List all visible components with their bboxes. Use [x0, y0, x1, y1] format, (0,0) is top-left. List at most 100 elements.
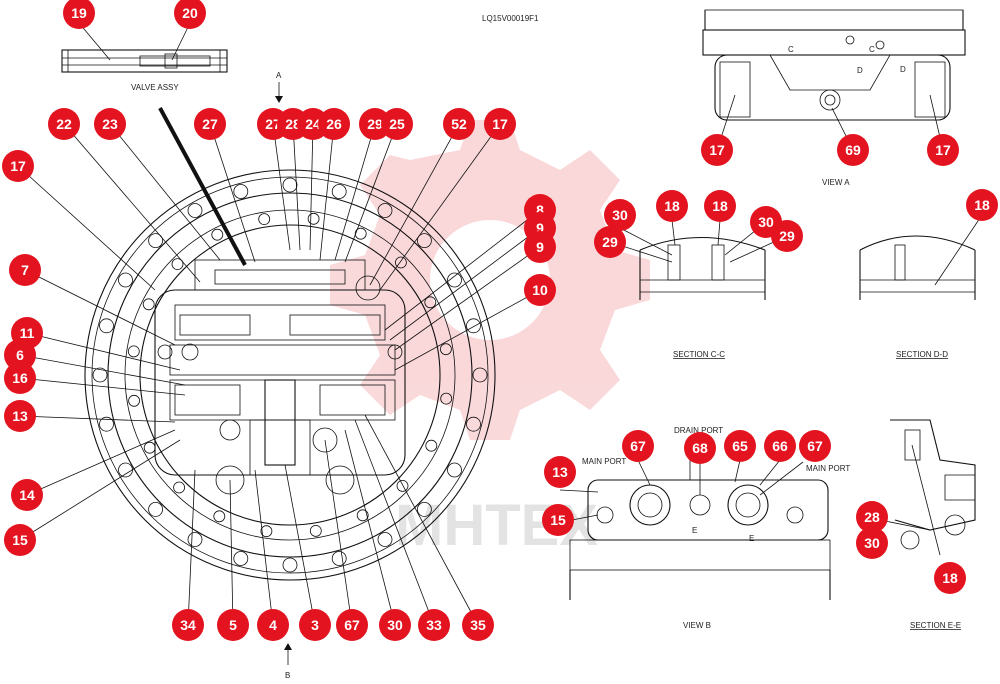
callout-20: 20	[174, 0, 206, 29]
callout-69: 69	[837, 134, 869, 166]
callout-13: 13	[544, 456, 576, 488]
svg-text:27: 27	[265, 116, 281, 132]
inner-bolt	[213, 510, 226, 523]
callout-29: 29	[359, 108, 391, 140]
callout-17: 17	[2, 150, 34, 182]
svg-text:5: 5	[229, 617, 237, 633]
callout-67: 67	[622, 430, 654, 462]
section-ee-label: SECTION E-E	[910, 621, 961, 630]
svg-text:65: 65	[732, 438, 748, 454]
inner-bolt	[173, 481, 186, 494]
svg-text:67: 67	[630, 438, 646, 454]
callout-10: 10	[524, 274, 556, 306]
inner-bolt	[440, 392, 453, 405]
arrow-b-label: B	[285, 671, 290, 680]
svg-text:25: 25	[389, 116, 405, 132]
svg-text:16: 16	[12, 370, 28, 386]
callout-17: 17	[701, 134, 733, 166]
callout-13: 13	[4, 400, 36, 432]
callout-18: 18	[934, 562, 966, 594]
callout-15: 15	[542, 504, 574, 536]
view-a-label: VIEW A	[822, 178, 850, 187]
callout-67: 67	[336, 609, 368, 641]
svg-text:14: 14	[19, 487, 35, 503]
flange-bolt	[447, 462, 462, 478]
inner-bolt	[356, 509, 369, 522]
callout-67: 67	[799, 430, 831, 462]
callout-5: 5	[217, 609, 249, 641]
flange-bolt	[233, 551, 249, 566]
callout-52: 52	[443, 108, 475, 140]
svg-text:29: 29	[367, 116, 383, 132]
marker-e-left: E	[692, 526, 697, 535]
valve-assy-label: VALVE ASSY	[131, 83, 179, 92]
callout-30: 30	[604, 199, 636, 231]
inner-bolt	[424, 296, 437, 309]
callout-3: 3	[299, 609, 331, 641]
svg-text:8: 8	[536, 202, 544, 218]
inner-bolt	[394, 256, 407, 269]
svg-text:28: 28	[285, 116, 301, 132]
svg-text:68: 68	[692, 440, 708, 456]
callout-25: 25	[381, 108, 413, 140]
svg-text:13: 13	[552, 464, 568, 480]
svg-text:17: 17	[492, 116, 508, 132]
svg-text:30: 30	[612, 207, 628, 223]
callout-18: 18	[966, 189, 998, 221]
svg-text:18: 18	[712, 198, 728, 214]
inner-bolt	[396, 479, 409, 492]
svg-text:15: 15	[12, 532, 28, 548]
inner-bolt	[354, 227, 367, 240]
flange-bolt	[148, 233, 164, 249]
svg-text:18: 18	[974, 197, 990, 213]
flange-bolt	[331, 551, 347, 566]
callout-28: 28	[856, 501, 888, 533]
flange-bolt	[472, 367, 488, 383]
view-b-label: VIEW B	[683, 621, 711, 630]
callout-30: 30	[856, 527, 888, 559]
svg-text:33: 33	[426, 617, 442, 633]
callout-17: 17	[927, 134, 959, 166]
flange-bolt	[466, 318, 481, 334]
inner-bolt	[171, 258, 184, 271]
callout-9: 9	[524, 231, 556, 263]
inner-bolt	[211, 228, 224, 241]
main-port-left: MAIN PORT	[582, 457, 626, 466]
callout-18: 18	[656, 190, 688, 222]
inner-bolt	[128, 394, 141, 407]
callout-22: 22	[48, 108, 80, 140]
callout-4: 4	[257, 609, 289, 641]
flange-bolts	[92, 177, 488, 573]
main-motor-view	[84, 169, 496, 581]
flange-bolt	[416, 233, 432, 249]
svg-text:29: 29	[602, 234, 618, 250]
section-dd	[859, 214, 983, 300]
callout-30: 30	[379, 609, 411, 641]
svg-text:24: 24	[305, 116, 321, 132]
svg-text:6: 6	[16, 347, 24, 363]
svg-text:67: 67	[807, 438, 823, 454]
svg-text:18: 18	[664, 198, 680, 214]
inner-bolt	[142, 298, 155, 311]
svg-text:52: 52	[451, 116, 467, 132]
svg-text:7: 7	[21, 262, 29, 278]
svg-text:4: 4	[269, 617, 277, 633]
flange-bolt	[282, 177, 298, 193]
section-dd-label: SECTION D-D	[896, 350, 948, 359]
svg-text:34: 34	[180, 617, 196, 633]
drawing-id: LQ15V00019F1	[482, 14, 539, 23]
svg-text:11: 11	[20, 325, 35, 341]
flange-bolt	[331, 184, 347, 199]
svg-text:13: 13	[12, 408, 28, 424]
callout-7: 7	[9, 254, 41, 286]
svg-text:17: 17	[935, 142, 951, 158]
callout-19: 19	[63, 0, 95, 29]
flange-bolt	[148, 501, 164, 517]
inner-bolt	[127, 345, 140, 358]
callout-29: 29	[594, 226, 626, 258]
section-ee	[879, 419, 976, 556]
flange-bolt	[187, 203, 203, 218]
svg-text:17: 17	[10, 158, 26, 174]
marker-d-upper: D	[857, 66, 863, 75]
